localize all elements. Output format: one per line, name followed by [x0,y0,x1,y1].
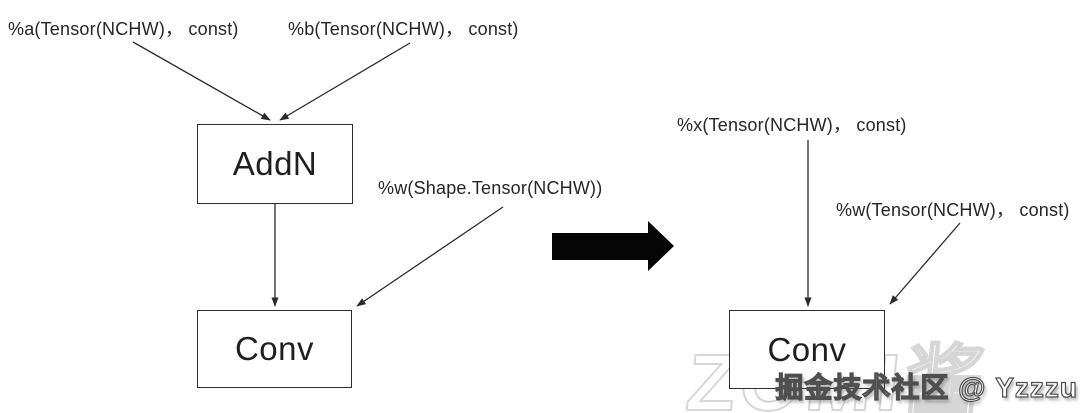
transform-arrow-icon [552,221,674,271]
input-label-b: %b(Tensor(NCHW)， const) [288,19,519,39]
community-watermark-text: 掘金技术社区 @ Yzzzu [775,371,1078,403]
node-addn: AddN [197,124,353,204]
weight-label-before: %w(Shape.Tensor(NCHW)) [378,178,603,198]
node-conv-after-label: Conv [767,330,847,368]
node-conv-before: Conv [197,310,352,388]
edge-a-to-addn [132,41,271,121]
node-conv-before-label: Conv [234,330,315,367]
edge-w-to-conv-right [889,222,961,305]
node-conv-after: Conv [729,310,885,389]
input-label-x: %x(Tensor(NCHW)， const) [677,115,907,135]
edge-w-to-conv-left [356,206,504,307]
node-addn-label: AddN [232,145,318,182]
edge-b-to-addn [279,42,411,121]
input-label-a: %a(Tensor(NCHW)， const) [8,19,239,39]
weight-label-after: %w(Tensor(NCHW)， const) [836,200,1070,220]
